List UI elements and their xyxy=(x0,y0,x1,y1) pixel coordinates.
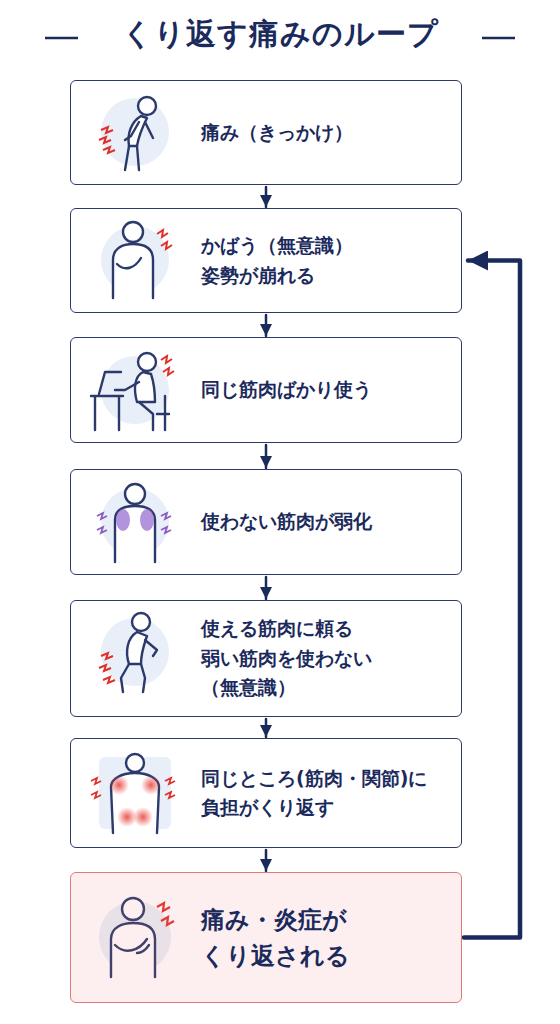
weak-muscle-icon xyxy=(97,484,171,562)
flow-arrow xyxy=(265,577,268,599)
box-text-group: 使える筋肉に頼る 弱い筋肉を使わない （無意識） xyxy=(201,614,441,702)
flow-arrow xyxy=(265,719,268,737)
process-box: 同じところ(筋肉・関節)に 負担がくり返す xyxy=(70,738,462,848)
box-label: 同じところ(筋肉・関節)に 負担がくり返す xyxy=(201,764,441,823)
flow-arrow xyxy=(265,315,268,336)
box-label: 使わない筋肉が弱化 xyxy=(201,507,372,536)
box-label: 使える筋肉に頼る 弱い筋肉を使わない （無意識） xyxy=(201,614,441,702)
loop-arrow xyxy=(464,261,520,938)
box-text-group: 痛み（きっかけ） xyxy=(201,118,353,147)
box-label: 痛み・炎症が くり返される xyxy=(201,902,441,974)
back-pain-icon xyxy=(99,97,169,170)
process-box: 使える筋肉に頼る 弱い筋肉を使わない （無意識） xyxy=(70,600,462,717)
flow-arrow xyxy=(265,187,268,207)
shoulder-guard-icon xyxy=(101,222,172,298)
strain-back-icon xyxy=(91,754,175,833)
box-text-group: かばう（無意識） 姿勢が崩れる xyxy=(201,231,441,290)
title-dash xyxy=(482,37,515,40)
result-box: 痛み・炎症が くり返される xyxy=(70,872,462,1003)
box-label: 痛み（きっかけ） xyxy=(201,118,353,147)
compensation-icon xyxy=(99,613,169,692)
process-box: かばう（無意識） 姿勢が崩れる xyxy=(70,208,462,313)
title-dash xyxy=(45,37,78,40)
desk-work-icon xyxy=(91,353,174,430)
process-box: 痛み（きっかけ） xyxy=(70,80,462,185)
process-box: 使わない筋肉が弱化 xyxy=(70,469,462,575)
process-box: 同じ筋肉ばかり使う xyxy=(70,337,462,443)
flow-arrow xyxy=(265,850,268,871)
box-text-group: 使わない筋肉が弱化 xyxy=(201,507,372,536)
box-text-group: 同じところ(筋肉・関節)に 負担がくり返す xyxy=(201,764,441,823)
box-text-group: 同じ筋肉ばかり使う xyxy=(201,375,372,404)
box-text-group: 痛み・炎症が くり返される xyxy=(201,902,441,974)
box-label: かばう（無意識） 姿勢が崩れる xyxy=(201,231,441,290)
diagram-title: くり返す痛みのループ xyxy=(0,14,560,55)
box-label: 同じ筋肉ばかり使う xyxy=(201,375,372,404)
flow-arrow xyxy=(265,445,268,468)
